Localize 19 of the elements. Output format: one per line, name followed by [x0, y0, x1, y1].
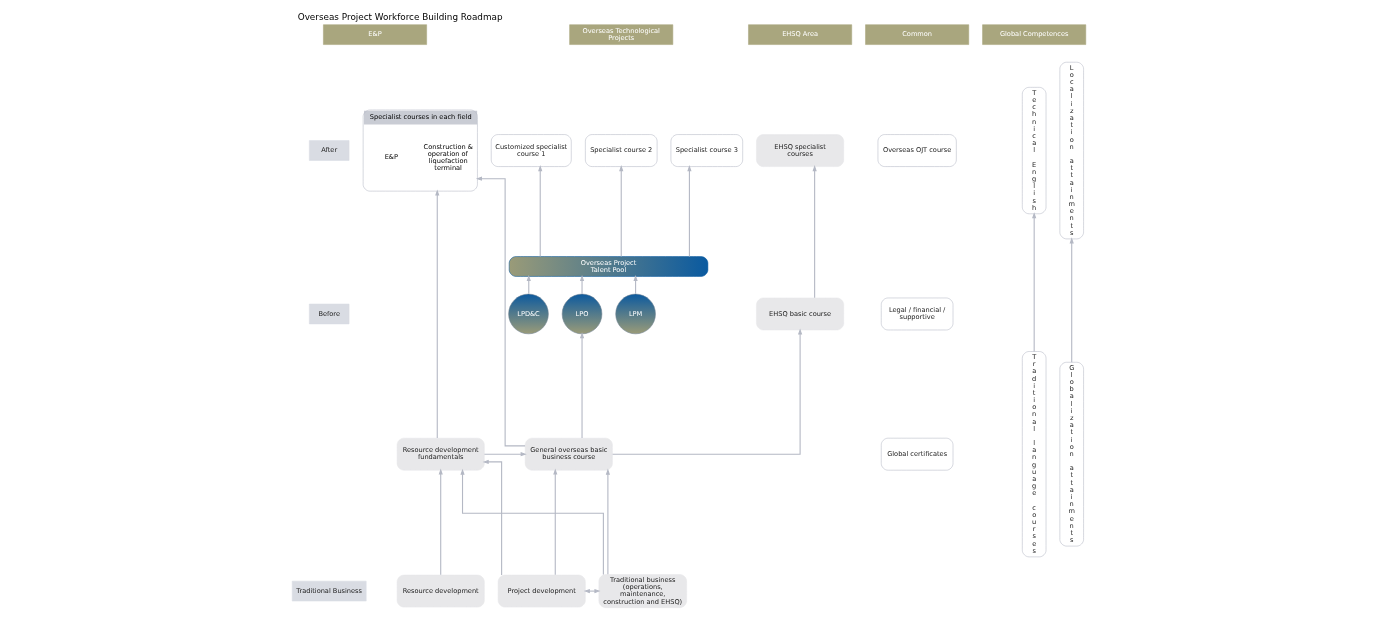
arrow	[475, 176, 526, 447]
arrow	[553, 468, 558, 576]
arrow	[538, 165, 543, 257]
arrow	[483, 452, 527, 457]
arrow	[460, 468, 604, 575]
arrow	[687, 165, 692, 257]
arrow	[438, 468, 443, 576]
arrow	[579, 274, 585, 295]
diagram-title: Overseas Project Workforce Building Roadmap	[297, 11, 503, 22]
arrow	[583, 588, 601, 594]
arrow	[612, 328, 803, 455]
arrow	[482, 459, 503, 576]
arrow	[1069, 237, 1074, 363]
arrow	[435, 189, 440, 439]
arrow	[579, 332, 585, 439]
arrow	[812, 165, 817, 299]
arrow	[619, 165, 624, 257]
arrow	[605, 468, 610, 575]
arrow	[1032, 212, 1037, 352]
